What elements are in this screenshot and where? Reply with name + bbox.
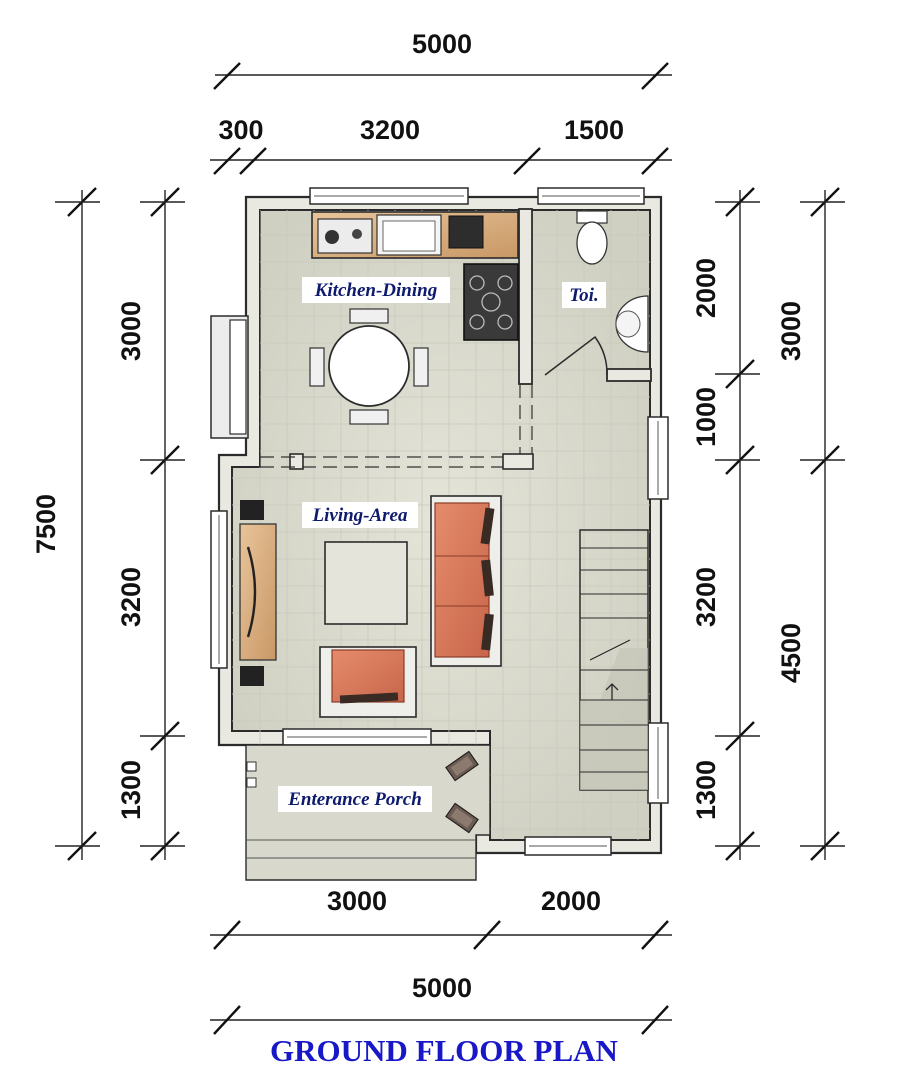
sofa bbox=[430, 495, 502, 667]
staircase bbox=[579, 529, 649, 791]
speaker-top bbox=[240, 500, 264, 520]
dim-top-seg1: 300 bbox=[218, 115, 263, 145]
stair-direction-arrow-icon bbox=[605, 683, 619, 700]
toilet-tank bbox=[576, 210, 608, 224]
column-left bbox=[289, 453, 304, 470]
porch-post-lower bbox=[246, 777, 257, 788]
dim-left-seg3: 1300 bbox=[116, 760, 146, 820]
building bbox=[210, 187, 669, 881]
dim-bottom-seg2: 2000 bbox=[541, 886, 601, 916]
dim-right-inner2: 1000 bbox=[691, 387, 721, 447]
dimension-labels: 5000 300 3200 1500 3000 2000 5000 7500 3… bbox=[31, 29, 806, 1003]
porch-chair-top bbox=[445, 750, 479, 782]
window-right-lower bbox=[647, 722, 669, 804]
dining-table bbox=[328, 325, 410, 407]
dim-right-outer2: 4500 bbox=[776, 623, 806, 683]
window-bottom bbox=[524, 836, 612, 856]
speaker-bottom bbox=[240, 666, 264, 686]
dim-right-inner1: 2000 bbox=[691, 258, 721, 318]
dim-top-seg3: 1500 bbox=[564, 115, 624, 145]
porch-chair-bottom bbox=[445, 802, 479, 834]
gas-stove bbox=[463, 263, 519, 341]
column-right bbox=[502, 453, 534, 470]
toilet-fixtures bbox=[576, 210, 649, 353]
porch-post-upper bbox=[246, 761, 257, 772]
dining-chair-right bbox=[413, 347, 429, 387]
armchair bbox=[319, 646, 417, 718]
dim-left-total: 7500 bbox=[31, 494, 61, 554]
plan-title: GROUND FLOOR PLAN bbox=[270, 1033, 618, 1068]
dimension-lines bbox=[55, 62, 845, 1035]
dim-bottom-total: 5000 bbox=[412, 973, 472, 1003]
hob-burner-right bbox=[352, 229, 362, 239]
dish-rack bbox=[448, 215, 484, 249]
dining-set bbox=[309, 308, 429, 425]
window-living-left bbox=[210, 510, 228, 669]
toilet-lower-wall bbox=[606, 368, 652, 382]
toilet-partition-wall bbox=[518, 208, 533, 385]
room-labels: Kitchen-Dining Toi. Living-Area Enteranc… bbox=[278, 277, 606, 812]
window-kitchen-top bbox=[309, 187, 469, 205]
entrance-porch bbox=[245, 744, 491, 881]
label-living-area: Living-Area bbox=[312, 505, 408, 526]
tv-set bbox=[246, 546, 257, 638]
coffee-table bbox=[324, 541, 408, 625]
label-kitchen-dining: Kitchen-Dining bbox=[314, 280, 437, 301]
dim-bottom-seg1: 3000 bbox=[327, 886, 387, 916]
toilet-bowl bbox=[576, 221, 608, 265]
window-right-upper bbox=[647, 416, 669, 500]
dim-right-inner4: 1300 bbox=[691, 760, 721, 820]
dining-chair-bottom bbox=[349, 409, 389, 425]
dim-left-seg1: 3000 bbox=[116, 301, 146, 361]
dim-top-seg2: 3200 bbox=[360, 115, 420, 145]
dining-chair-left bbox=[309, 347, 325, 387]
label-entrance-porch: Enterance Porch bbox=[287, 789, 422, 810]
dim-right-outer1: 3000 bbox=[776, 301, 806, 361]
kitchen-counter bbox=[311, 211, 519, 259]
window-kitchen-left bbox=[210, 315, 249, 439]
dim-left-seg2: 3200 bbox=[116, 567, 146, 627]
label-toilet: Toi. bbox=[569, 285, 598, 306]
window-toilet-top bbox=[537, 187, 645, 205]
toilet-door-swing bbox=[544, 335, 608, 376]
hob-burner-left bbox=[325, 230, 339, 244]
dining-chair-top bbox=[349, 308, 389, 324]
dim-right-inner3: 3200 bbox=[691, 567, 721, 627]
dim-top-total: 5000 bbox=[412, 29, 472, 59]
tv-console bbox=[239, 500, 277, 686]
window-living-bottom bbox=[282, 728, 432, 746]
